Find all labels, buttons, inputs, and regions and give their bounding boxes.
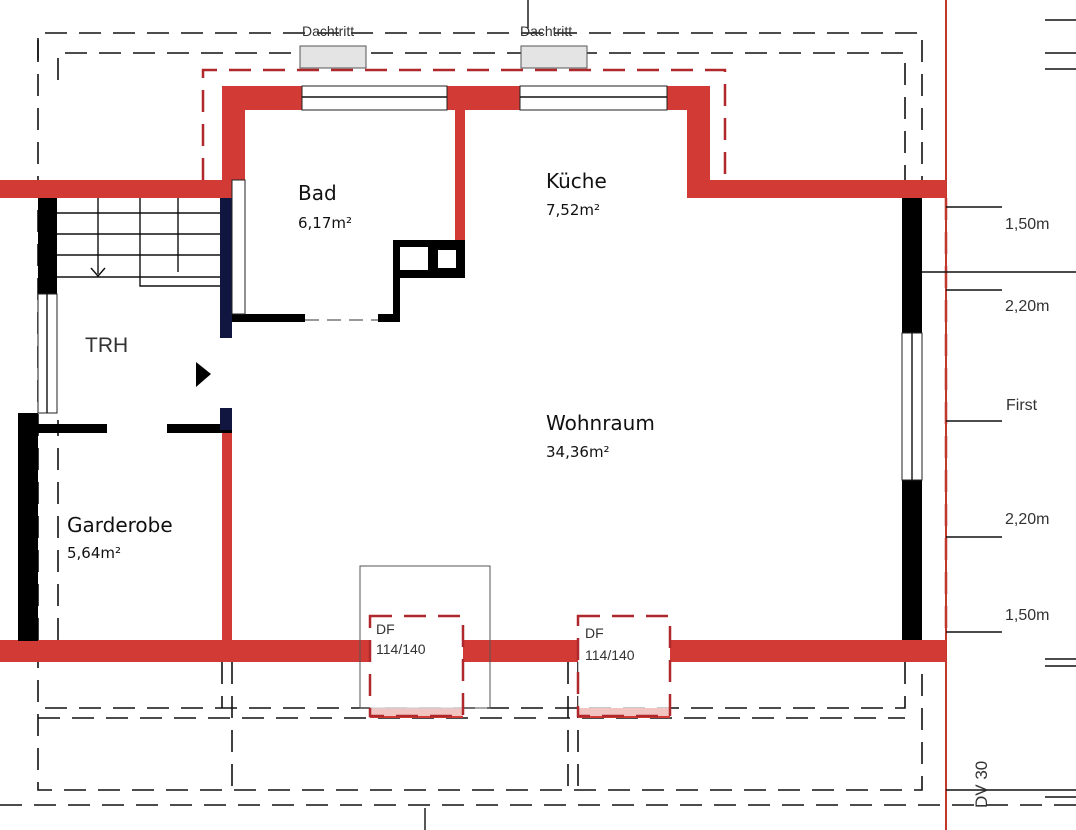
roof-pitch-label: DV 30	[972, 761, 991, 808]
room-area-kueche: 7,52m²	[546, 201, 600, 219]
svg-text:DF: DF	[585, 625, 604, 641]
skylight-left: DF 114/140	[359, 565, 491, 718]
svg-text:DF: DF	[376, 621, 395, 637]
svg-text:First: First	[1006, 397, 1038, 414]
room-area-wohnraum: 34,36m²	[546, 443, 610, 461]
svg-text:Dachtritt: Dachtritt	[302, 23, 354, 39]
room-area-garderobe: 5,64m²	[67, 544, 121, 562]
staircase	[57, 198, 220, 287]
svg-text:114/140: 114/140	[585, 647, 635, 663]
skylight-right: DF 114/140	[576, 614, 672, 718]
windows	[37, 85, 923, 481]
height-annotations: 1,50m 2,20m First 2,20m 1,50m DV 30	[922, 19, 1076, 808]
svg-text:2,20m: 2,20m	[1005, 298, 1049, 315]
room-name-wohnraum: Wohnraum	[546, 411, 655, 435]
roof-outline	[0, 32, 1076, 806]
svg-text:1,50m: 1,50m	[1005, 216, 1049, 233]
room-name-kueche: Küche	[546, 169, 607, 193]
room-area-bad: 6,17m²	[298, 214, 352, 232]
svg-text:114/140: 114/140	[376, 641, 426, 657]
room-name-garderobe: Garderobe	[67, 513, 173, 537]
entrance-arrow-icon	[196, 362, 211, 387]
svg-text:1,50m: 1,50m	[1005, 607, 1049, 624]
walls	[0, 86, 946, 718]
room-name-trh: TRH	[85, 334, 128, 357]
svg-text:Dachtritt: Dachtritt	[520, 23, 572, 39]
svg-text:2,20m: 2,20m	[1005, 511, 1049, 528]
roof-access-right: Dachtritt	[520, 23, 588, 69]
roof-access-left: Dachtritt	[299, 23, 367, 69]
room-name-bad: Bad	[298, 181, 337, 205]
